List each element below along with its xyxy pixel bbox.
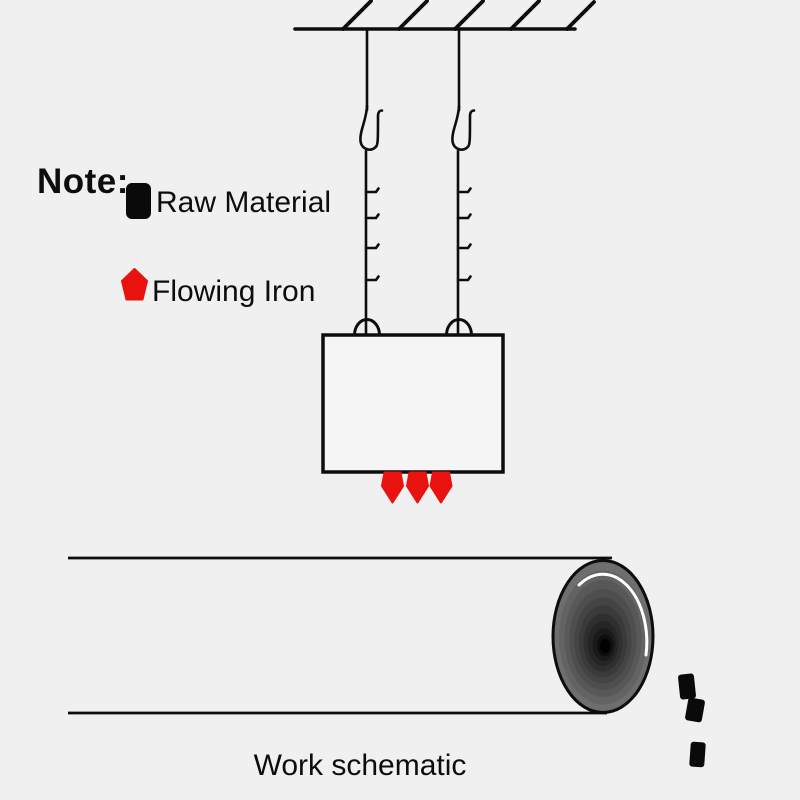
hoist-cable-left [353, 27, 384, 337]
ceiling-support [293, 0, 596, 31]
work-cylinder [68, 556, 655, 715]
iron-drop-icon [406, 471, 429, 504]
legend-label-raw-material: Raw Material [156, 186, 332, 219]
raw-material-pieces [678, 673, 706, 768]
hook-icon [359, 104, 384, 151]
coil-highlight-icon [577, 572, 649, 657]
iron-drop-icon [381, 471, 404, 504]
flowing-iron-drops [381, 471, 453, 504]
legend-title: Note: [37, 162, 129, 201]
coil-end-icon [551, 559, 655, 714]
legend-label-flowing-iron: Flowing Iron [152, 275, 316, 308]
raw-material-piece-icon [689, 741, 706, 768]
black-square-icon [126, 183, 151, 219]
iron-drop-icon [429, 471, 453, 504]
raw-material-piece-icon [678, 673, 696, 700]
red-pentagon-icon [121, 268, 148, 301]
ceiling-hatch-icon [341, 0, 596, 31]
lifting-lug-icon [353, 318, 381, 337]
diagram-caption: Work schematic [253, 749, 467, 782]
cable-ticks [364, 187, 380, 282]
hoist-cable-right [445, 27, 476, 337]
raw-material-piece-icon [685, 697, 705, 723]
ladle-box [321, 333, 505, 474]
